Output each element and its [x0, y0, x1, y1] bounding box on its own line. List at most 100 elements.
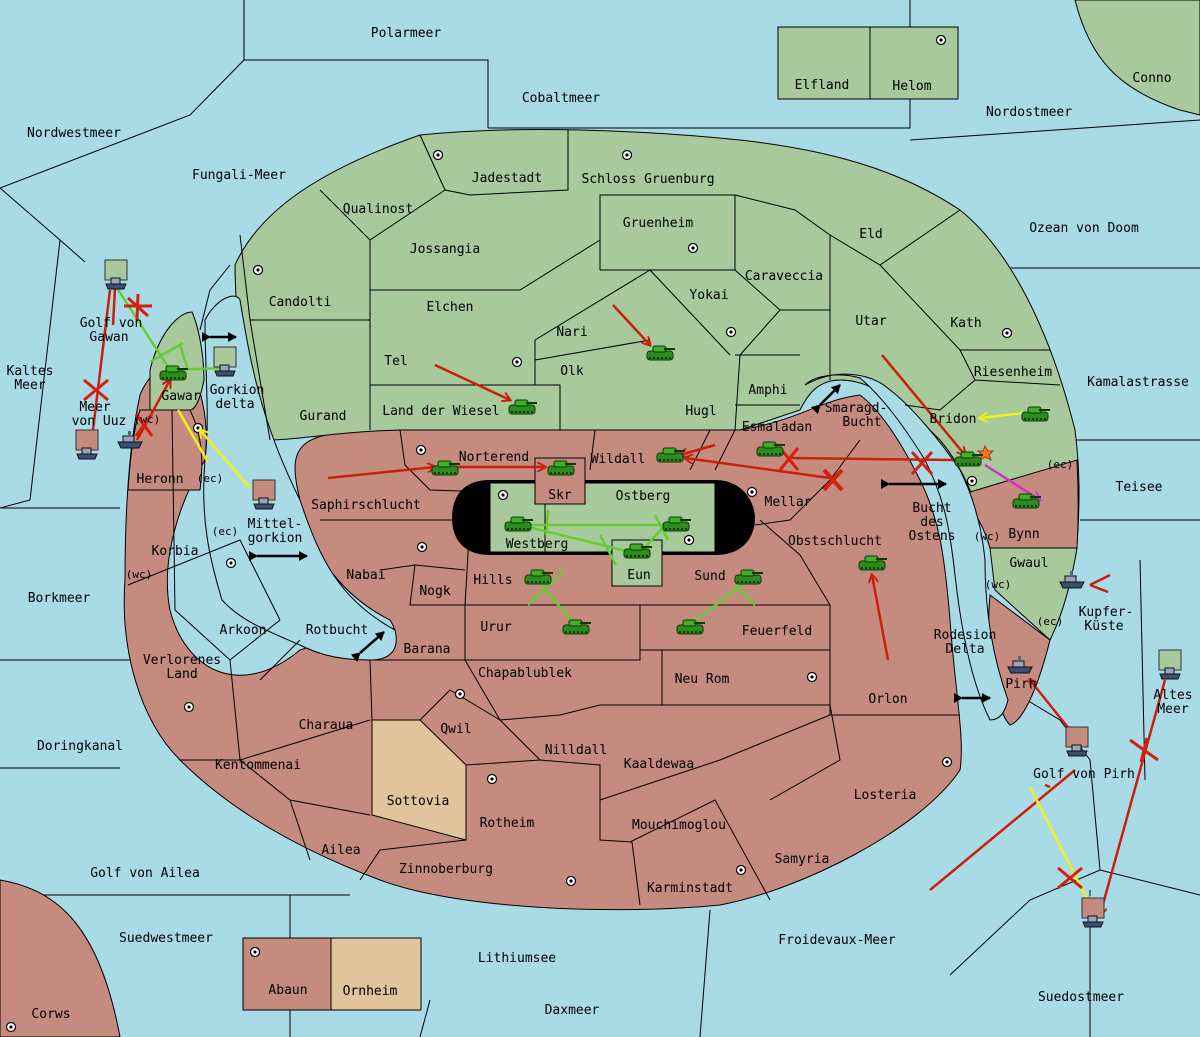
label-nari: Nari: [556, 325, 587, 340]
label-westberg: Westberg: [506, 537, 569, 552]
label-caraveccia: Caraveccia: [745, 269, 823, 284]
supply-center-dot-icon: [935, 34, 947, 46]
supply-center-dot-icon: [225, 557, 237, 569]
label-gorkion-delta-2: delta: [215, 397, 254, 412]
label-golf-von-pirh: Golf von Pirh: [1033, 767, 1135, 782]
red-x-icon: [83, 378, 109, 402]
label-kupfer-kueste-1: Kupfer-: [1079, 605, 1134, 620]
label-kaltes-meer-2: Meer: [14, 378, 45, 393]
ship-icon: [1081, 897, 1105, 928]
label-smaragd-bucht-1: Smaragd-: [825, 401, 888, 416]
sea-smaragd-bucht: [804, 373, 1009, 721]
supply-center-dot-icon: [806, 671, 818, 683]
supply-center-dot-icon: [683, 534, 695, 546]
label-kupfer-kueste-2: Küste: [1084, 619, 1123, 634]
island-corws: [0, 879, 121, 1037]
supply-center-dot-icon: [687, 242, 699, 254]
label-nordostmeer: Nordostmeer: [986, 105, 1072, 120]
ship-icon: [1158, 649, 1182, 680]
label-mittelgorkion-1: Mittel-: [248, 517, 303, 532]
label-nordwestmeer: Nordwestmeer: [27, 126, 121, 141]
label-gwaul: Gwaul: [1009, 556, 1048, 571]
label-rodesion-delta-1: Rodesion: [934, 628, 997, 643]
label-bucht-des-ostens-2: des: [920, 515, 943, 530]
label-saphirschlucht: Saphirschlucht: [311, 498, 421, 513]
label-wc-korbia: (wc): [126, 568, 153, 581]
label-froidevaux-meer: Froidevaux-Meer: [778, 933, 896, 948]
canals: [202, 332, 991, 703]
label-bucht-des-ostens-3: Ostens: [909, 529, 956, 544]
label-wc-gawar: (wc): [134, 413, 161, 426]
label-karminstadt: Karminstadt: [647, 881, 733, 896]
label-candolti: Candolti: [269, 295, 332, 310]
label-daxmeer: Daxmeer: [545, 1003, 600, 1018]
label-corws: Corws: [31, 1007, 70, 1022]
label-gorkion-delta-1: Gorkion: [210, 383, 265, 398]
label-bynn: Bynn: [1008, 527, 1039, 542]
label-helom: Helom: [892, 79, 931, 94]
label-ec-heronn: (ec): [197, 472, 224, 485]
label-cobaltmeer: Cobaltmeer: [522, 91, 600, 106]
failed-orders: [83, 293, 1159, 890]
label-chapablublek: Chapablublek: [478, 666, 572, 681]
label-elchen: Elchen: [427, 300, 474, 315]
label-mittelgorkion-2: gorkion: [248, 531, 303, 546]
label-wc-gwaul: (wc): [985, 578, 1012, 591]
label-nabai: Nabai: [346, 568, 385, 583]
label-doringkanal: Doringkanal: [37, 739, 123, 754]
label-eun: Eun: [627, 568, 650, 583]
label-verlorenes-land-1: Verlorenes: [143, 653, 221, 668]
label-utar: Utar: [855, 314, 886, 329]
label-ostberg: Ostberg: [616, 489, 671, 504]
territory-elfland: [777, 26, 871, 100]
supply-center-dot-icon: [432, 149, 444, 161]
label-barana: Barana: [404, 642, 451, 657]
label-qwil: Qwil: [440, 722, 471, 737]
label-suedostmeer: Suedostmeer: [1038, 990, 1124, 1005]
label-korbia: Korbia: [152, 544, 199, 559]
red-x-icon: [1129, 737, 1159, 763]
label-charaua: Charaua: [299, 718, 354, 733]
label-sund: Sund: [694, 569, 725, 584]
territory-ornheim: [330, 937, 422, 1011]
label-golf-von-gawan-2: Gawan: [89, 330, 128, 345]
label-nogk: Nogk: [419, 584, 450, 599]
landmass-green: [234, 129, 1080, 549]
label-teisee: Teisee: [1116, 480, 1163, 495]
label-ornheim: Ornheim: [343, 984, 398, 999]
label-altes-meer-2: Meer: [1157, 702, 1188, 717]
label-meer-von-uuz-2: von Uuz: [72, 414, 127, 429]
label-mellar: Mellar: [765, 495, 812, 510]
label-feuerfeld: Feuerfeld: [742, 624, 812, 639]
territory-borders: [127, 130, 1061, 906]
supply-center-dot-icon: [1001, 327, 1013, 339]
label-neu-rom: Neu Rom: [675, 672, 730, 687]
supply-center-dot-icon: [249, 946, 261, 958]
label-sottovia: Sottovia: [387, 794, 450, 809]
territory-labels: Polarmeer Cobaltmeer Elfland Helom Conno…: [7, 26, 1193, 1022]
label-skr: Skr: [548, 488, 572, 503]
label-polarmeer: Polarmeer: [371, 26, 442, 41]
label-gurand: Gurand: [300, 409, 347, 424]
red-x-icon: [124, 293, 152, 321]
label-zinnoberburg: Zinnoberburg: [399, 862, 493, 877]
label-borkmeer: Borkmeer: [28, 591, 91, 606]
label-mouchimoglou: Mouchimoglou: [632, 818, 726, 833]
label-obstschlucht: Obstschlucht: [788, 534, 882, 549]
label-wc-bynn: (wc): [974, 530, 1001, 543]
label-bucht-des-ostens-1: Bucht: [912, 501, 951, 516]
label-land-der-wiesel: Land der Wiesel: [382, 404, 499, 419]
label-ailea: Ailea: [321, 843, 360, 858]
label-ec-bynn: (ec): [1047, 458, 1074, 471]
island-conno: [1074, 0, 1200, 116]
supply-center-dot-icon: [735, 864, 747, 876]
label-amphi: Amphi: [748, 383, 787, 398]
label-rotbucht: Rotbucht: [306, 623, 369, 638]
label-abaun: Abaun: [268, 983, 307, 998]
label-conno: Conno: [1132, 71, 1171, 86]
label-hills: Hills: [473, 573, 512, 588]
label-kath: Kath: [950, 316, 981, 331]
label-riesenheim: Riesenheim: [974, 365, 1052, 380]
supply-center-dot-icon: [486, 773, 498, 785]
label-hugl: Hugl: [685, 404, 716, 419]
